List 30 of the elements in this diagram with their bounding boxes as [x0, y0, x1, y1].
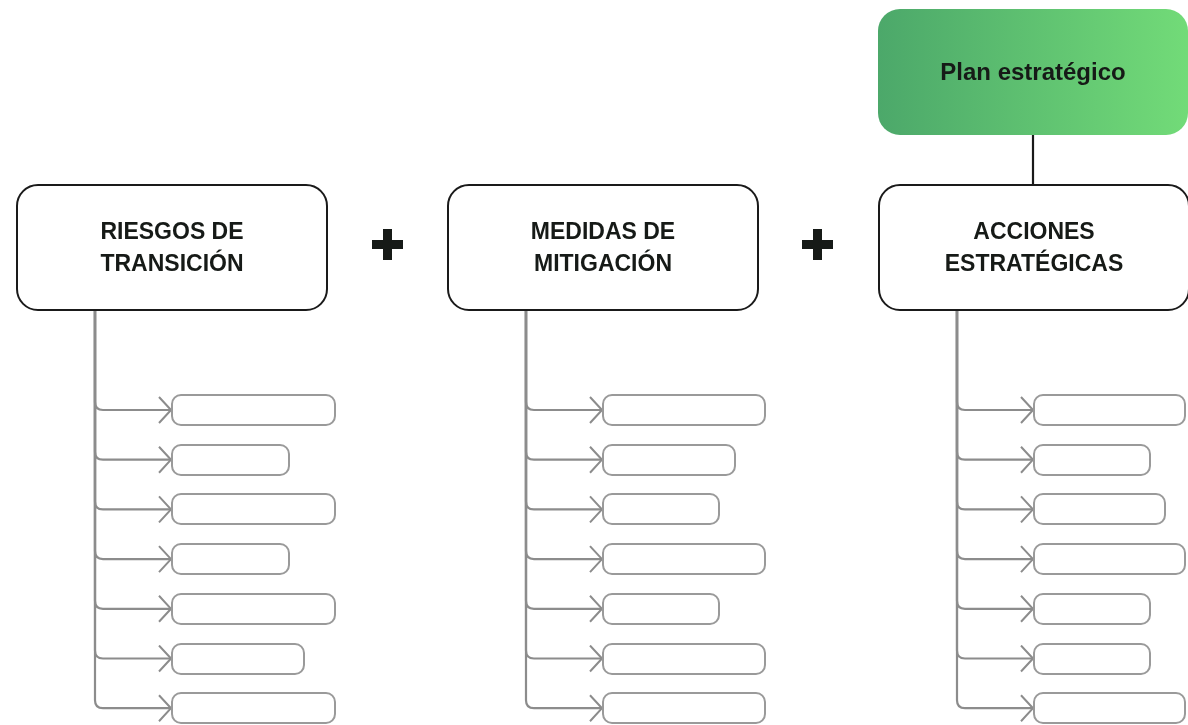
empty-box [1033, 493, 1166, 526]
empty-box [1033, 642, 1151, 675]
category-box [447, 184, 759, 311]
empty-box [171, 642, 305, 675]
node-label: RIESGOS DE TRANSICIÓN [99, 217, 245, 278]
empty-box [1033, 543, 1186, 576]
empty-box [602, 642, 766, 675]
node-label: Plan estratégico [940, 56, 1126, 87]
empty-box [602, 394, 766, 426]
empty-box [602, 692, 766, 725]
node-label: ACCIONES ESTRATÉGICAS [943, 217, 1125, 278]
empty-box [171, 592, 336, 625]
empty-box [602, 543, 766, 576]
empty-box [171, 692, 336, 725]
empty-box [1033, 592, 1151, 625]
empty-box [171, 543, 290, 576]
empty-box [602, 493, 720, 526]
empty-box [171, 443, 290, 476]
empty-box [1033, 394, 1186, 426]
category-box [16, 184, 328, 311]
node-label: MEDIDAS DE MITIGACIÓN [529, 217, 677, 278]
empty-box [171, 394, 336, 426]
highlight-box [878, 9, 1188, 135]
empty-box [602, 443, 736, 476]
empty-box [1033, 443, 1151, 476]
category-box [878, 184, 1188, 311]
empty-box [171, 493, 336, 526]
empty-box [1033, 692, 1186, 725]
connector-line [1031, 135, 1035, 184]
empty-box [602, 592, 720, 625]
